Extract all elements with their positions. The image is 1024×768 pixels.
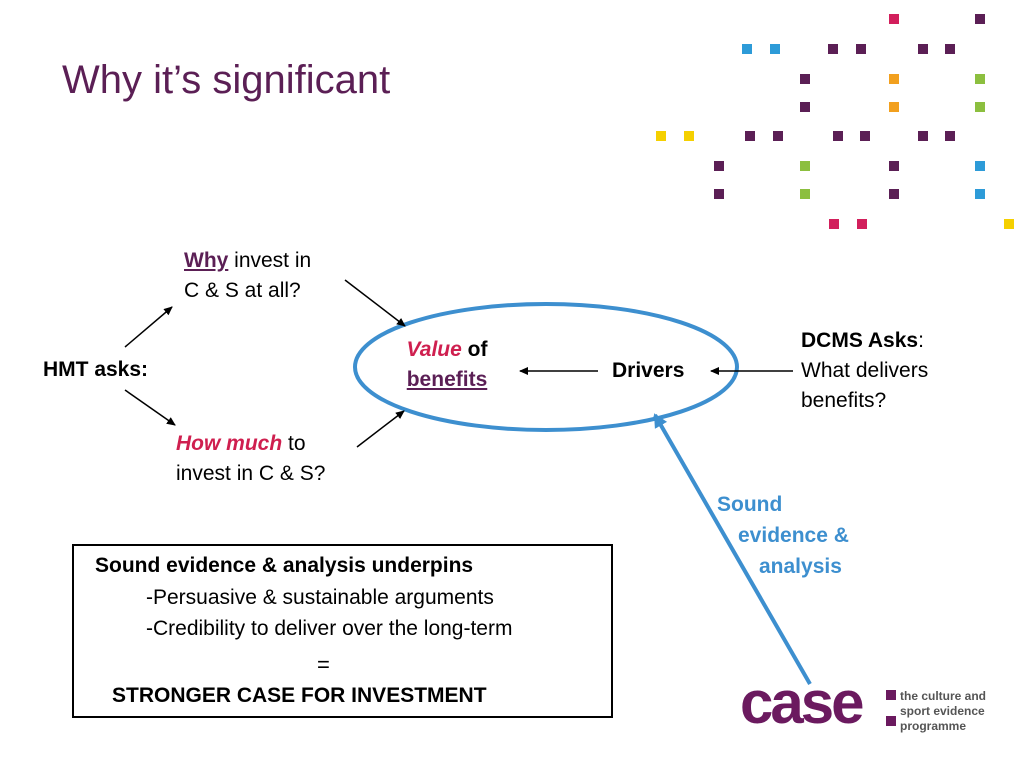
page-title: Why it’s significant bbox=[62, 58, 391, 102]
value-ellipse bbox=[353, 302, 739, 432]
how-much-line2: invest in C & S? bbox=[176, 462, 326, 485]
dcms-line2: What delivers bbox=[801, 359, 929, 382]
sound-line2: evidence & bbox=[738, 524, 849, 547]
summary-equals: = bbox=[317, 652, 330, 677]
logo-word: case bbox=[740, 669, 864, 736]
dcms-colon: : bbox=[918, 329, 924, 352]
logo-colon-bottom bbox=[886, 716, 896, 726]
dcms-asks: DCMS Asks: What delivers benefits? bbox=[801, 326, 928, 416]
why-question: Why invest in C & S at all? bbox=[184, 246, 311, 306]
value-of: of bbox=[461, 338, 488, 361]
arrow-evidence-to-ellipse bbox=[653, 413, 812, 685]
why-word: Why bbox=[184, 249, 229, 272]
logo-tag1: the culture and bbox=[900, 689, 987, 703]
how-much-question: How much to invest in C & S? bbox=[176, 429, 325, 489]
hmt-asks-label: HMT asks: bbox=[43, 358, 149, 381]
case-logo: case the culture and sport evidence prog… bbox=[740, 668, 1010, 748]
value-word: Value bbox=[406, 338, 462, 361]
how-much-word: How much bbox=[176, 432, 283, 455]
why-line2: C & S at all? bbox=[184, 279, 301, 302]
summary-line5: STRONGER CASE FOR INVESTMENT bbox=[112, 684, 487, 707]
logo-tag3: programme bbox=[900, 719, 967, 733]
drivers-label: Drivers bbox=[612, 359, 685, 382]
dcms-line3: benefits? bbox=[801, 389, 887, 412]
arrow-hmt-to-why bbox=[124, 306, 173, 348]
logo-colon-top bbox=[886, 690, 896, 700]
value-of-benefits: Value of benefits bbox=[396, 335, 498, 395]
arrow-hmt-to-howmuch bbox=[124, 389, 176, 426]
benefits-word: benefits bbox=[406, 368, 488, 391]
logo-tagline: the culture and sport evidence programme bbox=[900, 689, 986, 734]
summary-line1: Sound evidence & analysis underpins bbox=[95, 554, 474, 577]
why-rest: invest in bbox=[228, 249, 312, 272]
logo-tag2: sport evidence bbox=[900, 704, 985, 718]
arrow-howmuch-to-value bbox=[356, 410, 405, 448]
summary-line3: -Credibility to deliver over the long-te… bbox=[146, 617, 513, 640]
sound-line3: analysis bbox=[759, 555, 842, 578]
arrow-why-to-value bbox=[344, 279, 406, 327]
sound-line1: Sound bbox=[717, 493, 783, 516]
summary-box bbox=[72, 544, 613, 718]
how-much-rest: to bbox=[282, 432, 306, 455]
summary-line2: -Persuasive & sustainable arguments bbox=[146, 586, 494, 609]
dcms-word: DCMS Asks bbox=[801, 329, 919, 352]
